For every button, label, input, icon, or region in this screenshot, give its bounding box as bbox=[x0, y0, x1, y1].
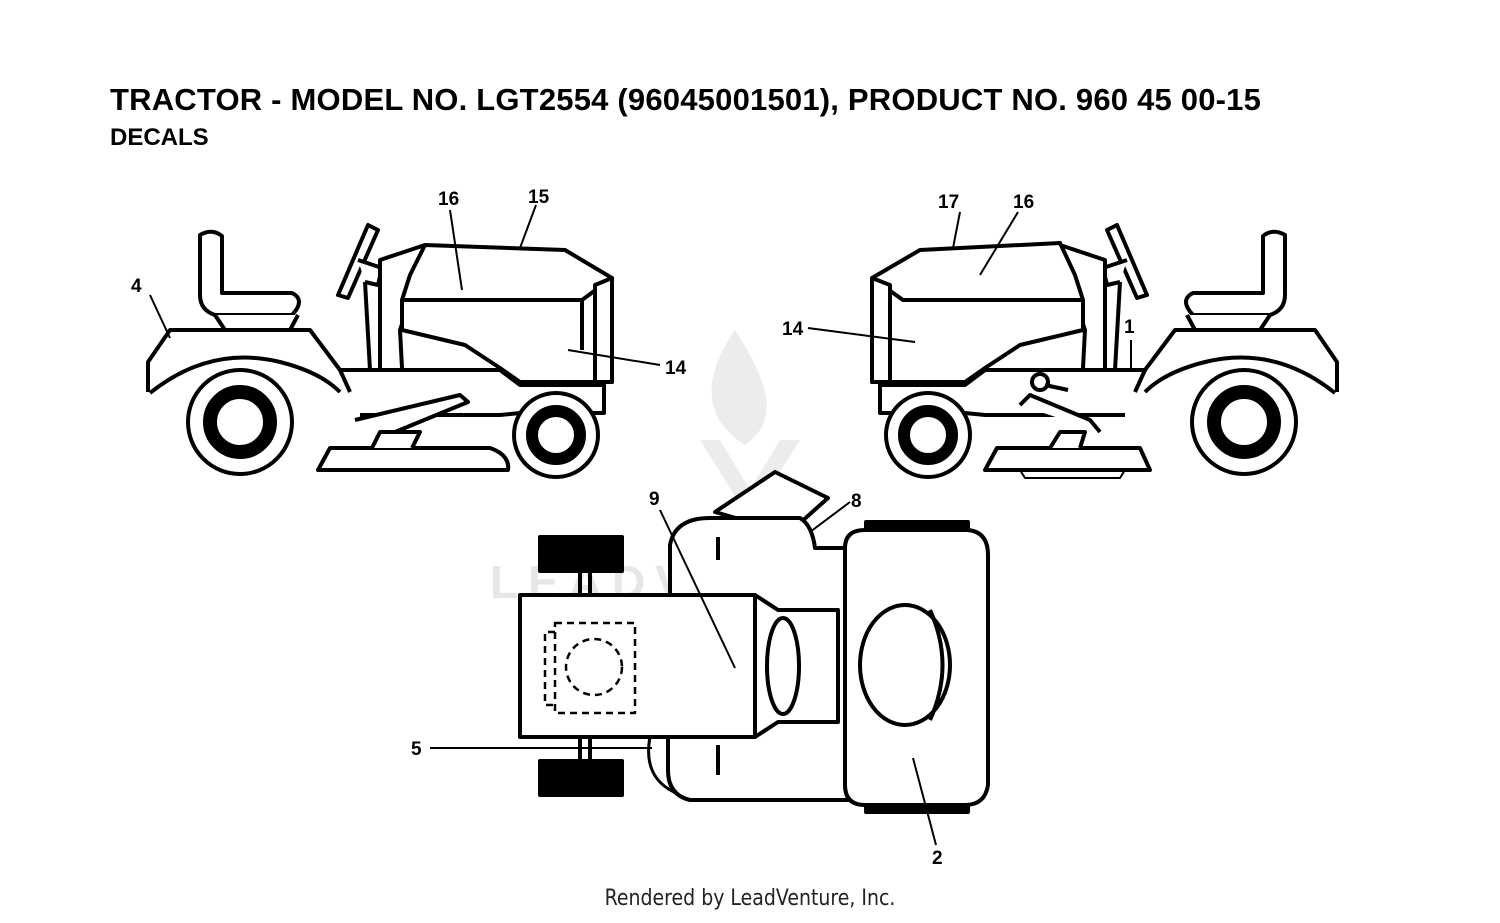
tractor-top-view bbox=[518, 470, 990, 814]
mower-deck bbox=[983, 446, 1152, 472]
page-subtitle: DECALS bbox=[110, 124, 209, 151]
callout-1: 1 bbox=[1124, 317, 1135, 338]
callout-8: 8 bbox=[851, 491, 862, 512]
seat bbox=[1184, 229, 1287, 317]
hood bbox=[400, 243, 614, 384]
rear-fender bbox=[1133, 328, 1339, 393]
rear-fender bbox=[146, 328, 352, 393]
callout-5: 5 bbox=[411, 739, 422, 760]
mower-deck bbox=[316, 446, 511, 472]
callout-17: 17 bbox=[938, 192, 959, 213]
footer-credit: Rendered by LeadVenture, Inc. bbox=[604, 886, 896, 911]
callout-14: 14 bbox=[665, 358, 687, 379]
flame-logo-icon bbox=[711, 330, 767, 445]
rear-wheel-bottom bbox=[538, 759, 624, 797]
seat-top bbox=[518, 593, 757, 739]
top-view-leaders bbox=[430, 501, 937, 846]
callout-9: 9 bbox=[649, 489, 660, 510]
callout-14-right: 14 bbox=[782, 319, 804, 340]
right-view-leaders bbox=[807, 211, 1132, 368]
callout-15: 15 bbox=[528, 187, 550, 208]
callout-16: 16 bbox=[438, 189, 459, 210]
page-title: TRACTOR - MODEL NO. LGT2554 (96045001501… bbox=[110, 82, 1262, 117]
tractor-left-side-view bbox=[146, 223, 614, 479]
tractor-right-side-view bbox=[870, 223, 1339, 479]
rear-wheel-top bbox=[538, 535, 624, 573]
watermark-mark bbox=[700, 440, 800, 520]
seat bbox=[198, 229, 301, 317]
left-view-leaders bbox=[149, 204, 661, 366]
callout-16-right: 16 bbox=[1013, 192, 1034, 213]
hood bbox=[870, 241, 1085, 384]
callout-4: 4 bbox=[131, 276, 142, 297]
callout-2: 2 bbox=[932, 848, 943, 869]
